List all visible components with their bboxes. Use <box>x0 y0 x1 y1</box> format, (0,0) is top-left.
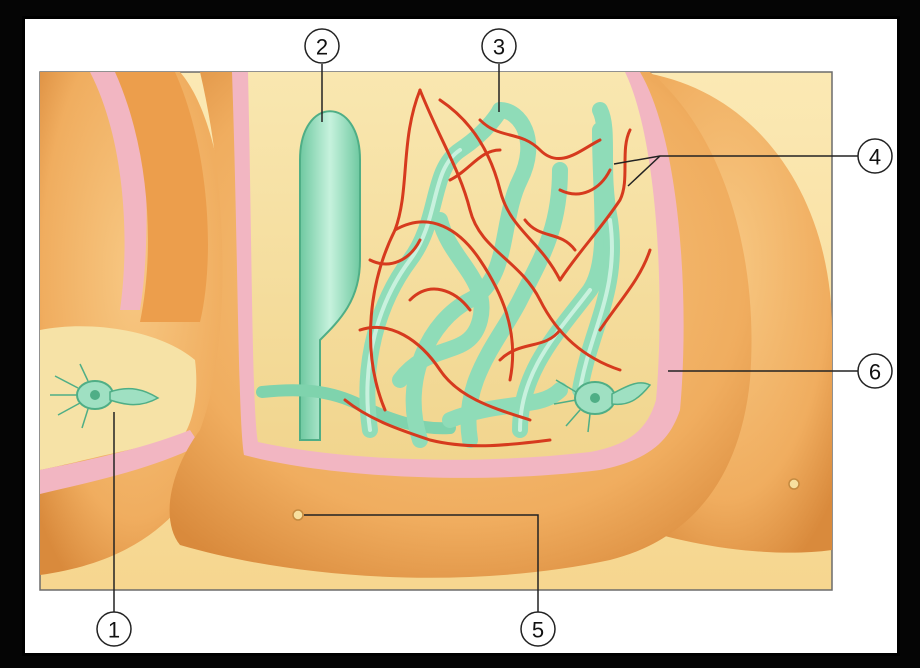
callout-2: 2 <box>305 29 339 63</box>
callout-5: 5 <box>521 612 555 646</box>
callout-3-label: 3 <box>493 35 505 60</box>
callout-4-label: 4 <box>869 145 881 170</box>
callout-6-label: 6 <box>869 360 881 385</box>
callout-1-label: 1 <box>108 618 120 643</box>
callout-2-label: 2 <box>316 35 328 60</box>
callout-1: 1 <box>97 612 131 646</box>
pore-left <box>293 510 303 520</box>
pore-right <box>789 479 799 489</box>
callout-5-label: 5 <box>532 618 544 643</box>
callout-4: 4 <box>858 139 892 173</box>
callout-6: 6 <box>858 354 892 388</box>
callout-3: 3 <box>482 29 516 63</box>
